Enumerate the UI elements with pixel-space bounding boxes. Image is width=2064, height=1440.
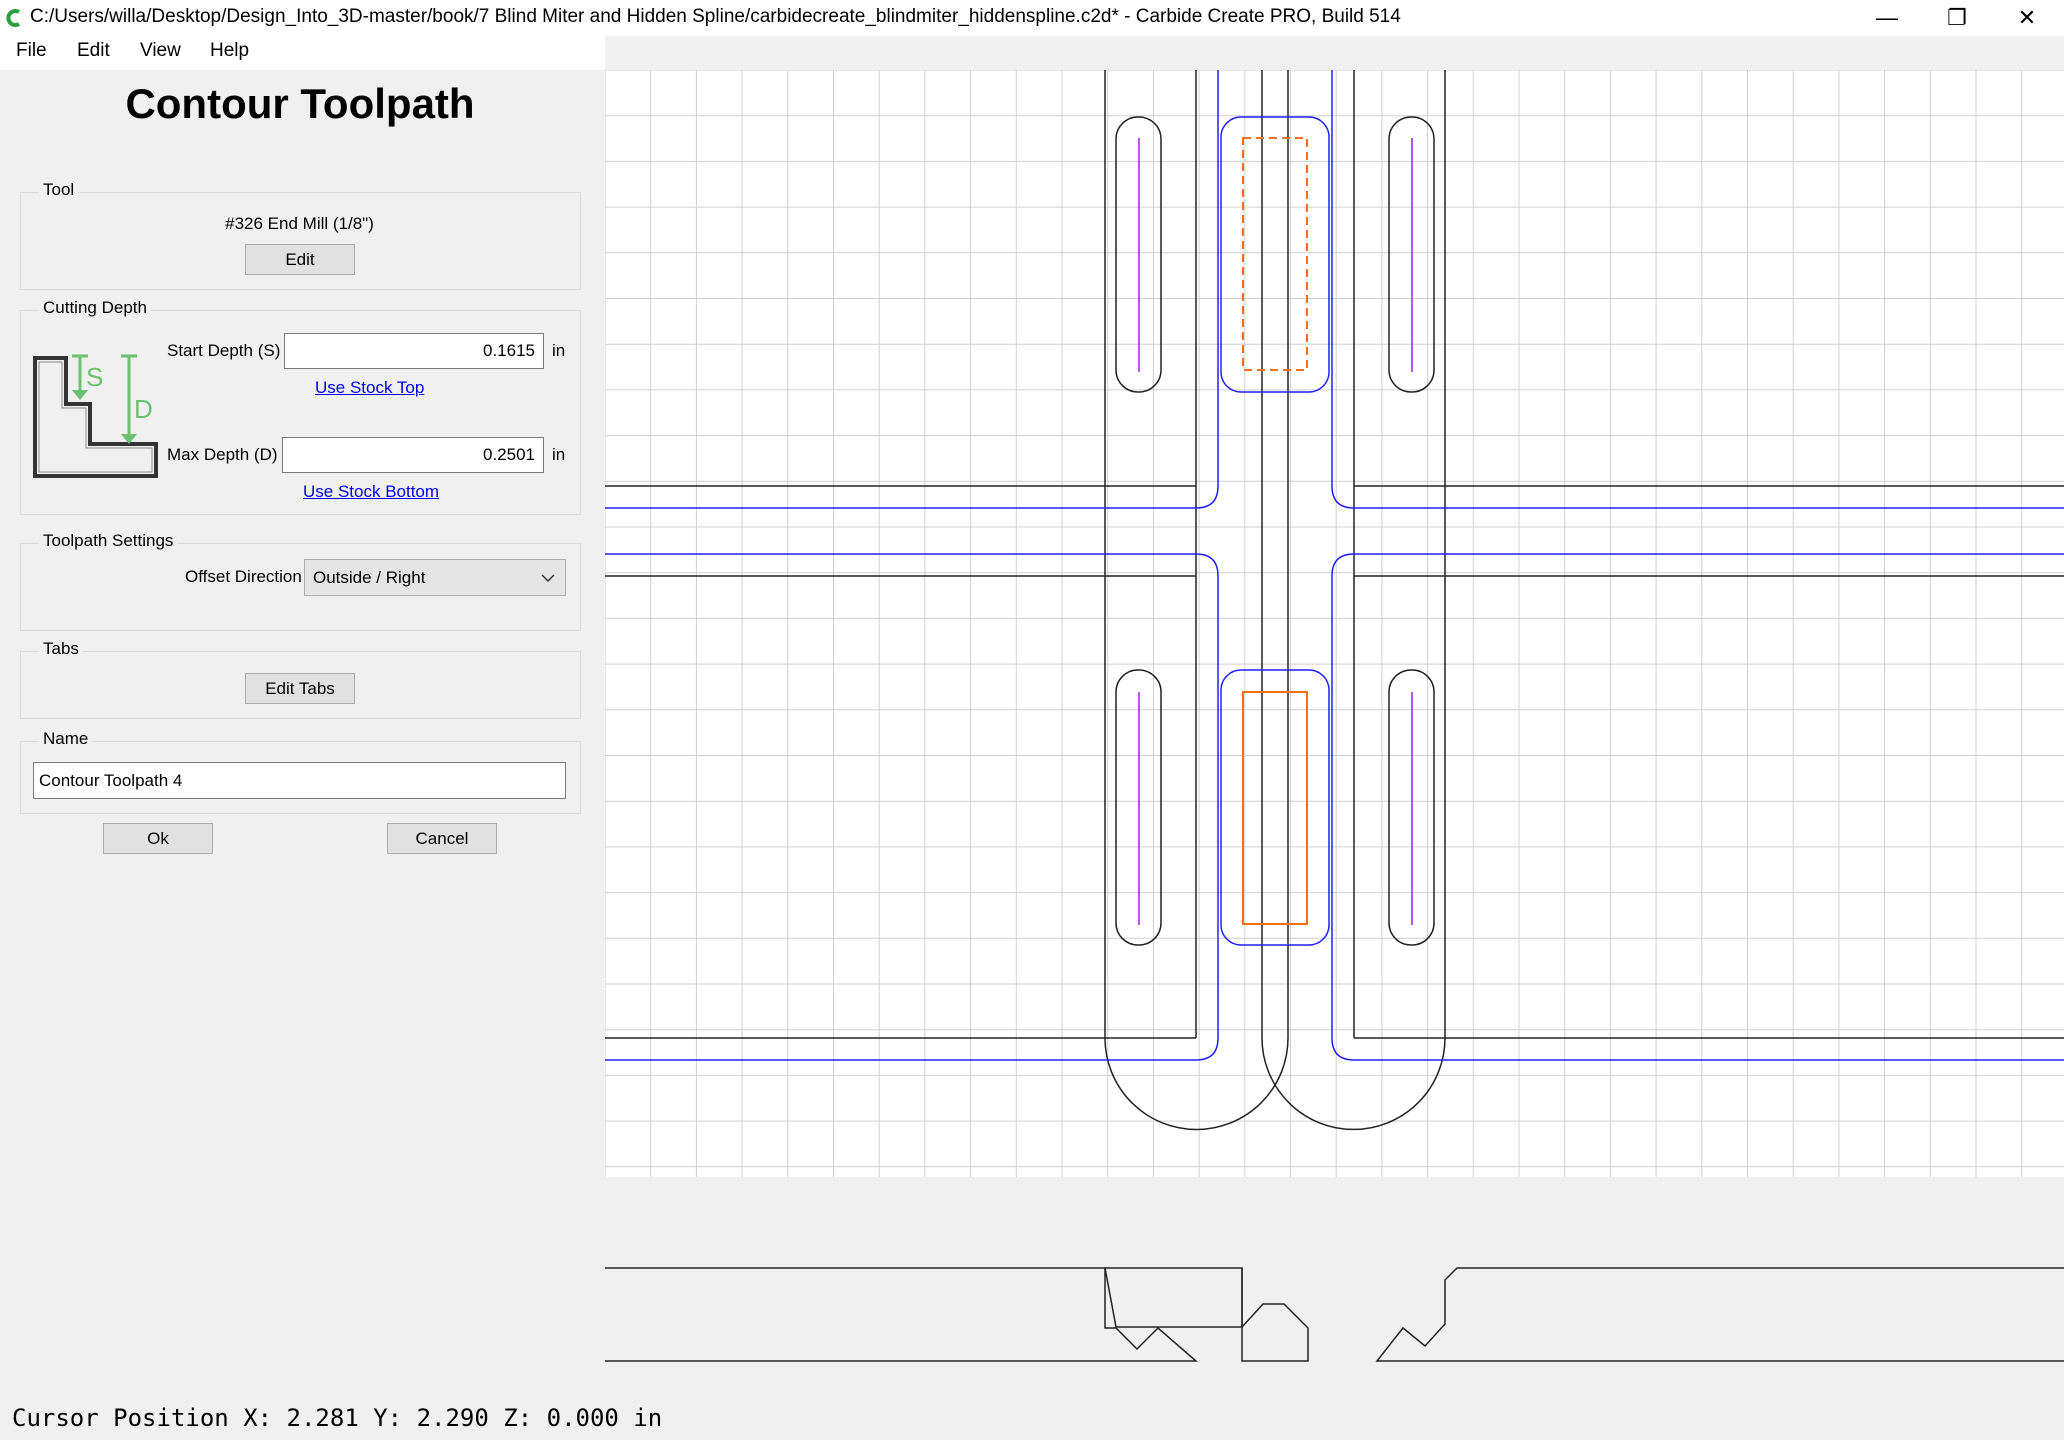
max-depth-unit: in (552, 445, 566, 464)
minimize-button[interactable]: — (1852, 0, 1922, 36)
stock-geometry (605, 70, 2064, 1131)
start-depth-unit: in (552, 341, 566, 360)
menu-help[interactable]: Help (210, 40, 250, 61)
slot-centerlines (1138, 138, 1413, 925)
depth-diagram-s-label: S (86, 362, 104, 392)
close-button[interactable]: ✕ (1992, 0, 2062, 36)
edit-tabs-button[interactable]: Edit Tabs (245, 673, 355, 704)
name-group: Name (20, 729, 581, 814)
cancel-button[interactable]: Cancel (387, 823, 497, 854)
cursor-position-readout: Cursor Position X: 2.281 Y: 2.290 Z: 0.0… (12, 1404, 663, 1432)
tool-name: #326 End Mill (1/8") (225, 214, 374, 233)
ok-button[interactable]: Ok (103, 823, 213, 854)
menu-view[interactable]: View (140, 40, 181, 61)
start-depth-label: Start Depth (S) (167, 341, 281, 360)
menu-bar (0, 36, 605, 70)
max-depth-input[interactable] (282, 437, 544, 473)
use-stock-top-link[interactable]: Use Stock Top (315, 378, 425, 397)
depth-diagram-icon (33, 354, 158, 478)
minimize-icon: — (1876, 5, 1898, 30)
tabs-group: Tabs (20, 639, 581, 719)
max-depth-label: Max Depth (D) (167, 445, 278, 464)
carbide-create-app-icon (6, 9, 21, 27)
restore-icon: ❐ (1947, 5, 1967, 30)
use-stock-bottom-link[interactable]: Use Stock Bottom (303, 482, 440, 501)
toolpath-settings-group: Toolpath Settings (20, 531, 581, 631)
close-icon: ✕ (2017, 5, 2037, 30)
offset-direction-select[interactable]: Outside / Right (304, 559, 566, 596)
selected-rect-top[interactable] (1242, 137, 1308, 371)
start-depth-input[interactable] (284, 333, 544, 369)
title-bar: C:/Users/willa/Desktop/Design_Into_3D-ma… (0, 0, 2064, 36)
offset-direction-label: Offset Direction (185, 567, 302, 586)
toolpath-name-input[interactable] (33, 762, 566, 799)
toolpath-settings-group-label: Toolpath Settings (39, 531, 178, 551)
tool-group: Tool (20, 180, 581, 290)
restore-button[interactable]: ❐ (1922, 0, 1992, 36)
window-title: C:/Users/willa/Desktop/Design_Into_3D-ma… (30, 6, 1401, 27)
design-canvas[interactable] (604, 69, 2064, 1177)
selected-rect-bottom[interactable] (1242, 691, 1308, 925)
offset-direction-value: Outside / Right (313, 568, 426, 587)
menu-edit[interactable]: Edit (77, 40, 110, 61)
contour-toolpath-panel (0, 70, 605, 1370)
canvas-grid (604, 69, 2064, 1177)
menu-file[interactable]: File (16, 40, 47, 61)
name-group-label: Name (39, 729, 93, 749)
contour-toolpaths (605, 70, 2064, 1061)
design-canvas-drawing (604, 69, 2064, 1177)
tool-group-label: Tool (39, 180, 79, 200)
profile-view (605, 1177, 2064, 1377)
tool-edit-button[interactable]: Edit (245, 244, 355, 275)
profile-drawing (605, 1267, 2064, 1362)
cutting-depth-group-label: Cutting Depth (39, 298, 151, 318)
depth-diagram-d-label: D (134, 394, 153, 424)
chevron-down-icon (541, 574, 555, 583)
cutting-depth-group: Cutting Depth (20, 298, 581, 515)
panel-title: Contour Toolpath (125, 80, 475, 127)
tabs-group-label: Tabs (39, 639, 83, 659)
